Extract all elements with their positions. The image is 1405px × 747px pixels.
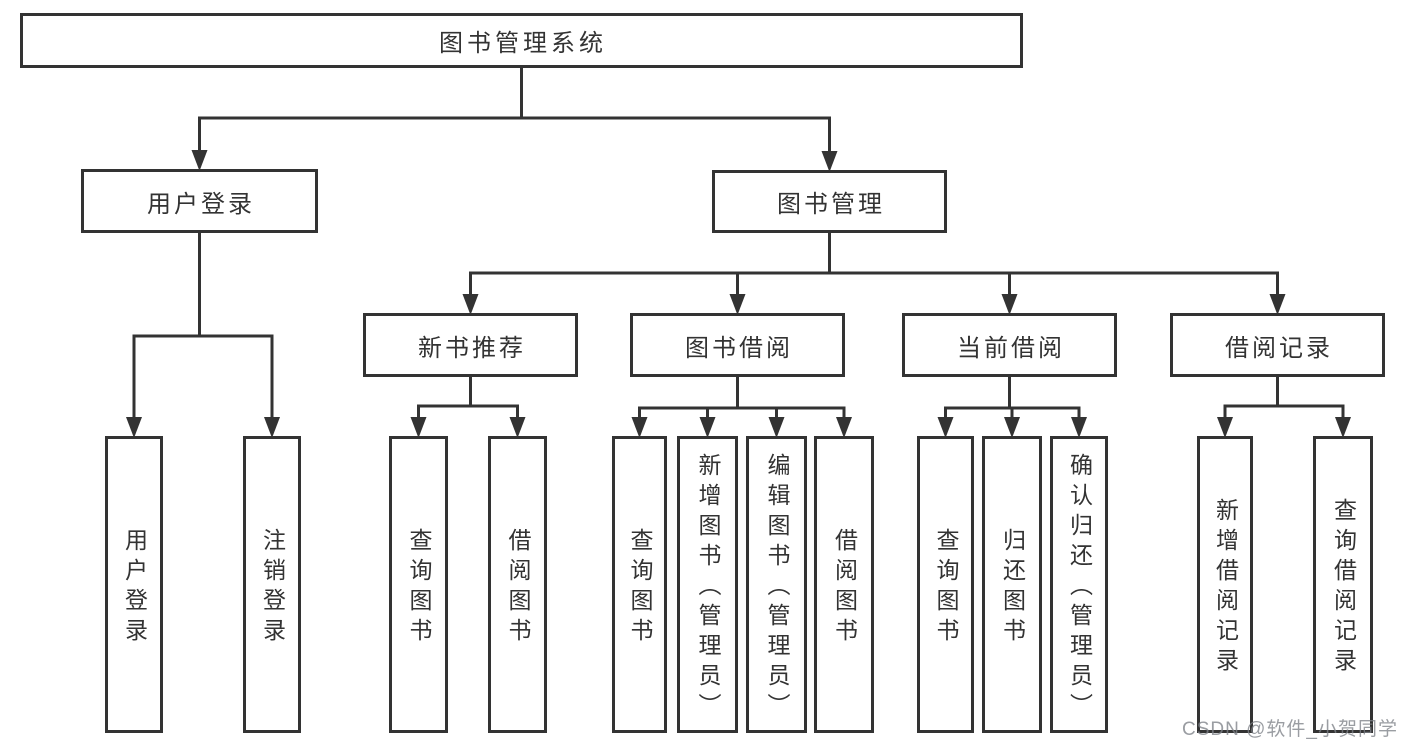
- node-leaf-cur-confirm: 确认归还（管理员）: [1050, 436, 1108, 733]
- node-leaf-rec-query: 查询借阅记录: [1313, 436, 1373, 733]
- node-leaf-cur-return: 归还图书: [982, 436, 1042, 733]
- node-label-login: 用户登录: [147, 190, 255, 218]
- node-bookmgmt: 图书管理: [712, 170, 947, 233]
- node-leaf-bw-add: 新增图书（管理员）: [677, 436, 738, 733]
- node-newbook: 新书推荐: [363, 313, 578, 377]
- watermark-text: CSDN @软件_小贺同学: [1182, 719, 1398, 740]
- node-label-bookmgmt: 图书管理: [777, 191, 885, 218]
- node-label-leaf-nb-borrow: 借阅图书: [505, 528, 531, 648]
- node-leaf-cur-query: 查询图书: [917, 436, 974, 733]
- node-label-leaf-bw-add: 新增图书（管理员）: [695, 453, 721, 723]
- node-leaf-bw-edit: 编辑图书（管理员）: [746, 436, 807, 733]
- node-label-leaf-bw-edit: 编辑图书（管理员）: [764, 453, 790, 723]
- node-label-leaf-cur-return: 归还图书: [999, 528, 1026, 648]
- node-login: 用户登录: [81, 169, 318, 233]
- node-label-leaf-bw-query: 查询图书: [627, 528, 653, 648]
- node-label-borrow: 图书借阅: [685, 334, 793, 362]
- node-leaf-rec-add: 新增借阅记录: [1197, 436, 1253, 733]
- node-label-leaf-rec-query: 查询借阅记录: [1330, 498, 1357, 678]
- node-label-leaf-rec-add: 新增借阅记录: [1212, 498, 1239, 678]
- node-leaf-bw-query: 查询图书: [612, 436, 667, 733]
- node-current: 当前借阅: [902, 313, 1117, 377]
- node-leaf-bw-borrow: 借阅图书: [814, 436, 874, 733]
- node-label-leaf-cur-confirm: 确认归还（管理员）: [1066, 453, 1093, 723]
- node-label-leaf-user-login: 用户登录: [121, 528, 148, 648]
- node-label-leaf-bw-borrow: 借阅图书: [831, 528, 858, 648]
- node-label-leaf-logout: 注销登录: [259, 528, 286, 648]
- node-leaf-nb-borrow: 借阅图书: [488, 436, 547, 733]
- node-label-newbook: 新书推荐: [418, 334, 526, 362]
- node-leaf-nb-query: 查询图书: [389, 436, 448, 733]
- node-leaf-user-login: 用户登录: [105, 436, 163, 733]
- node-label-leaf-nb-query: 查询图书: [406, 528, 432, 648]
- node-label-records: 借阅记录: [1225, 334, 1333, 362]
- node-label-current: 当前借阅: [957, 334, 1065, 362]
- node-leaf-logout: 注销登录: [243, 436, 301, 733]
- node-label-root: 图书管理系统: [439, 30, 607, 57]
- node-root: 图书管理系统: [20, 13, 1023, 68]
- node-records: 借阅记录: [1170, 313, 1385, 377]
- node-borrow: 图书借阅: [630, 313, 845, 377]
- node-label-leaf-cur-query: 查询图书: [933, 528, 959, 648]
